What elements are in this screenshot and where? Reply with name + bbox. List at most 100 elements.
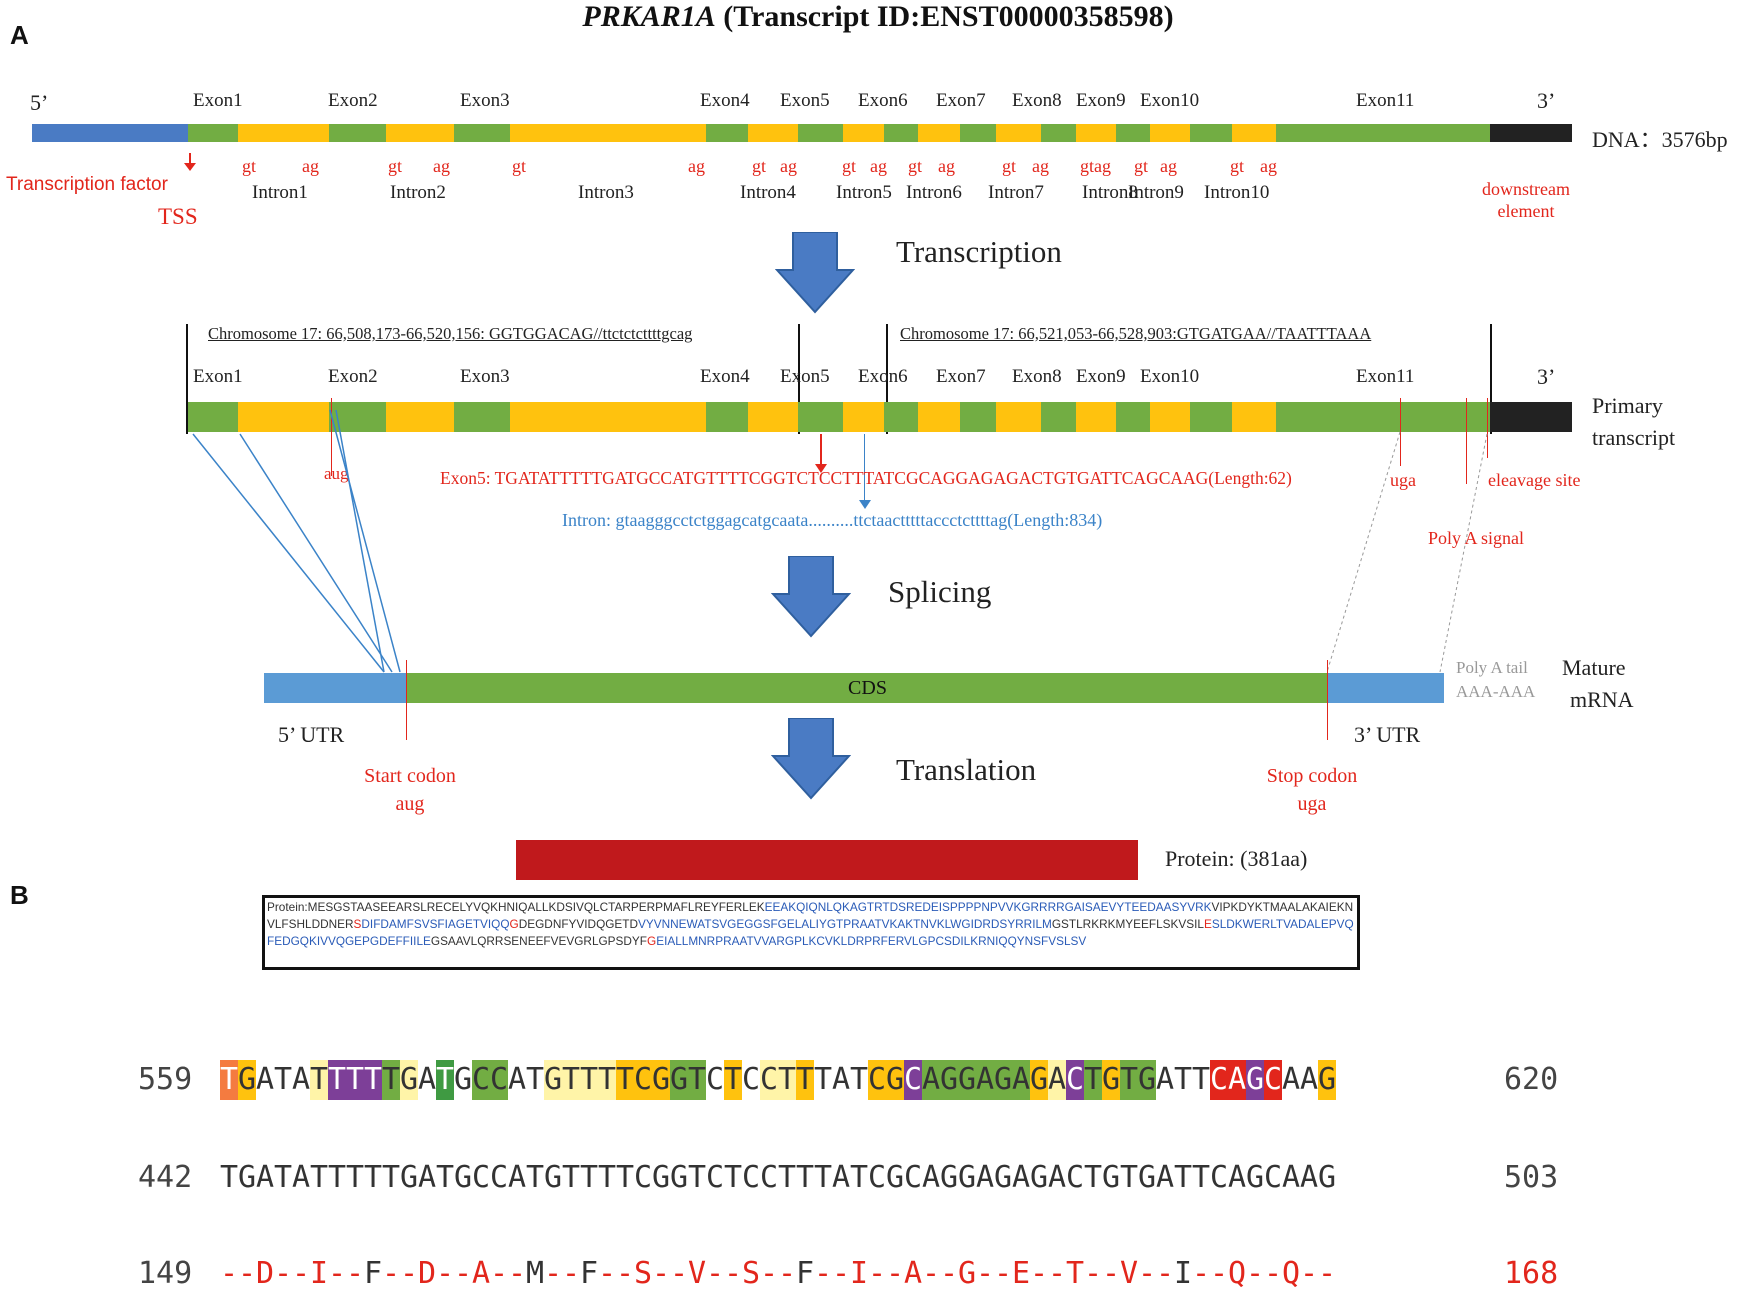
sequence-char: S — [634, 1256, 653, 1291]
sequence-char: - — [616, 1256, 635, 1291]
sequence-char: A — [904, 1256, 923, 1291]
sequence-char: T — [778, 1160, 797, 1195]
sequence-char: T — [796, 1160, 815, 1195]
dna-intron-segment — [510, 124, 706, 142]
primary-label-line2: transcript — [1592, 425, 1676, 450]
sequence-char: - — [886, 1256, 905, 1291]
sequence-char: A — [1300, 1160, 1319, 1195]
sequence-char: T — [850, 1160, 869, 1195]
panel-b-label: B — [10, 880, 29, 910]
sequence-char: T — [1192, 1062, 1211, 1097]
sequence-char: T — [616, 1060, 634, 1100]
sequence-char: T — [1174, 1160, 1193, 1195]
gt-site-label: gt — [242, 156, 257, 176]
sequence-char: T — [346, 1060, 364, 1100]
sequence-char: F — [796, 1256, 815, 1291]
sequence-char: G — [238, 1060, 256, 1100]
sequence-char: T — [1120, 1160, 1139, 1195]
sequence-char: T — [1174, 1062, 1193, 1097]
sequence-char: G — [238, 1160, 257, 1195]
row2-start: 442 — [138, 1160, 193, 1195]
translation-label: Translation — [896, 752, 1037, 787]
sequence-char: C — [1264, 1060, 1282, 1100]
sequence-char: T — [436, 1160, 455, 1195]
figure-title: PRKAR1A (Transcript ID:ENST00000358598) — [0, 0, 1756, 34]
dna-exon-label: Exon8 — [1012, 90, 1062, 111]
downstream-line2: element — [1497, 201, 1555, 221]
primary-exon-segment — [960, 402, 996, 432]
dna-intron-segment — [386, 124, 454, 142]
sequence-char: D — [256, 1256, 275, 1291]
sequence-char: G — [994, 1160, 1013, 1195]
dna-intron-segment — [748, 124, 798, 142]
ag-site-label: ag — [938, 156, 955, 176]
sequence-char: C — [1066, 1160, 1085, 1195]
sequence-char: A — [1300, 1062, 1319, 1097]
sequence-char: T — [724, 1060, 742, 1100]
primary-exon-label: Exon5 — [780, 366, 830, 387]
sequence-char: D — [418, 1256, 437, 1291]
sequence-char: T — [814, 1160, 833, 1195]
sequence-char: A — [292, 1062, 311, 1097]
primary-exon-segment — [1276, 402, 1490, 432]
sequence-char: A — [1156, 1062, 1175, 1097]
sequence-char: G — [670, 1160, 689, 1195]
sequence-char: G — [958, 1256, 977, 1291]
stop-codon-marker — [1327, 660, 1328, 740]
row1-end: 620 — [1504, 1062, 1559, 1097]
sequence-char: T — [526, 1160, 545, 1195]
ag-site-label: ag — [433, 156, 450, 176]
sequence-char: T — [436, 1060, 454, 1100]
sequence-char: C — [472, 1160, 491, 1195]
primary-intron-segment — [1076, 402, 1116, 432]
protein-seq-fragment: G — [647, 934, 657, 948]
sequence-char: G — [886, 1060, 904, 1100]
protein-seq-fragment: VYVNNEWATSVGEGGSFGELALIYGTPRAATVKAKTNVKL… — [638, 917, 1052, 931]
dna-exon-label: Exon2 — [328, 90, 378, 111]
dna-exon-segment — [329, 124, 386, 142]
dna-exon-label: Exon5 — [780, 90, 830, 111]
primary-exon-label: Exon3 — [460, 366, 510, 387]
sequence-char: T — [1066, 1256, 1085, 1291]
sequence-char: T — [1120, 1060, 1138, 1100]
dna-exon-label: Exon3 — [460, 90, 510, 111]
sequence-char: T — [778, 1060, 796, 1100]
sequence-char: T — [1084, 1060, 1102, 1100]
sequence-char: T — [328, 1060, 346, 1100]
sequence-char: T — [688, 1160, 707, 1195]
protein-seq-fragment: G — [509, 917, 519, 931]
start-codon-marker — [406, 660, 407, 740]
gt-site-label: gt — [1230, 156, 1245, 176]
sequence-char: Q — [1228, 1256, 1247, 1291]
sequence-char: I — [310, 1256, 329, 1291]
sequence-char: T — [364, 1160, 383, 1195]
sequence-char: A — [256, 1062, 275, 1097]
sequence-char: G — [1102, 1160, 1121, 1195]
sequence-char: G — [1138, 1160, 1157, 1195]
intron-label: Intron10 — [1204, 182, 1270, 203]
sequence-char: T — [310, 1060, 328, 1100]
aug-label: aug — [324, 464, 349, 483]
row3-start: 149 — [138, 1256, 193, 1291]
sequence-char: - — [508, 1256, 527, 1291]
intron-label: Intron1 — [252, 182, 308, 203]
sequence-char: A — [1228, 1160, 1247, 1195]
transcription-factor-label: Transcription factor — [6, 174, 168, 195]
gt-site-label: gt — [842, 156, 857, 176]
sequence-char: A — [508, 1160, 527, 1195]
sequence-char: T — [526, 1062, 545, 1097]
splicing-label: Splicing — [888, 574, 992, 609]
sequence-char: G — [1030, 1060, 1048, 1100]
sequence-char: T — [814, 1062, 833, 1097]
protein-seq-fragment: GSAAVLQRRSENEEFVEVGRLGPSDYF — [430, 934, 648, 948]
sequence-char: C — [742, 1062, 761, 1097]
mrna-label-line1: Mature — [1562, 655, 1626, 680]
primary-intron-segment — [1232, 402, 1276, 432]
primary-exon-label: Exon10 — [1140, 366, 1200, 387]
uga-marker — [1400, 398, 1401, 466]
sequence-char: C — [706, 1160, 725, 1195]
dna-exon-segment — [1276, 124, 1490, 142]
sequence-char: C — [868, 1060, 886, 1100]
chrom-right-label: Chromosome 17: 66,521,053-66,528,903:GTG… — [900, 324, 1372, 343]
